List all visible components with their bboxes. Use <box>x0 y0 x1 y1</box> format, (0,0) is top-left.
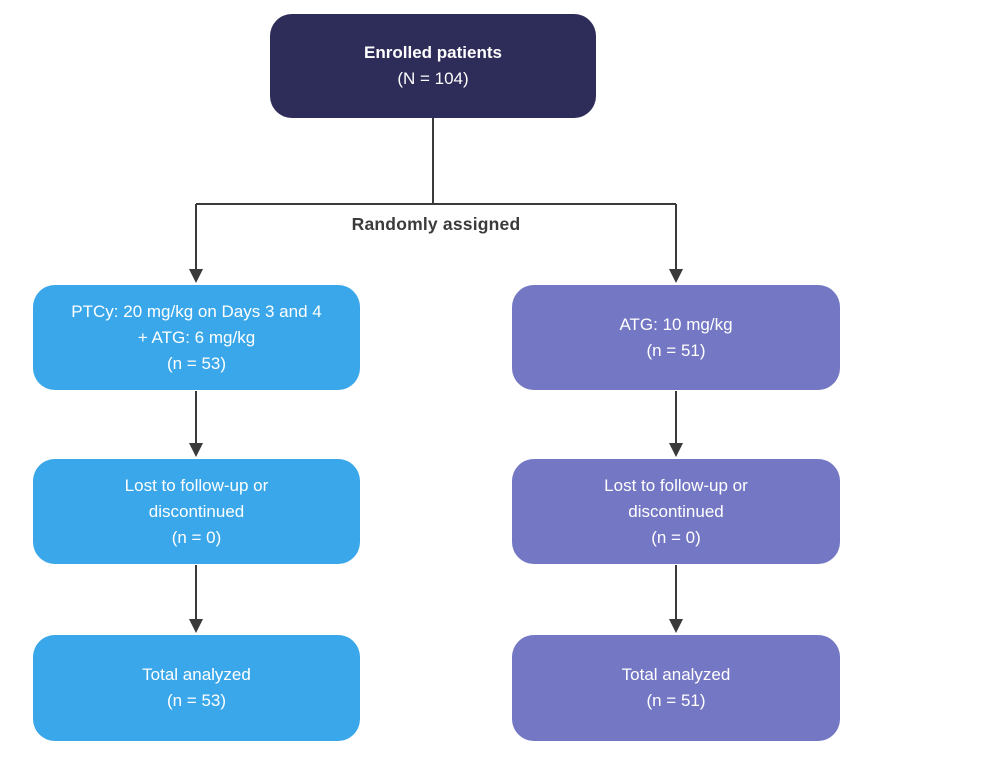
node-atg-assignment: ATG: 10 mg/kg (n = 51) <box>512 285 840 390</box>
enrolled-count: (N = 104) <box>397 69 469 88</box>
enrolled-title: Enrolled patients <box>364 43 502 62</box>
node-enrolled: Enrolled patients (N = 104) <box>270 14 596 118</box>
ptcy-assignment-line1: PTCy: 20 mg/kg on Days 3 and 4 <box>71 301 322 321</box>
atg-analyzed-line1: Total analyzed <box>621 665 731 684</box>
ptcy-followup-count: (n = 0) <box>171 527 222 547</box>
node-atg-analyzed: Total analyzed (n = 51) <box>512 635 840 741</box>
atg-analyzed-count: (n = 51) <box>646 691 706 710</box>
ptcy-analyzed-line1: Total analyzed <box>142 665 251 684</box>
node-ptcy-assignment: PTCy: 20 mg/kg on Days 3 and 4 + ATG: 6 … <box>33 285 360 390</box>
atg-followup-line2: discontinued <box>628 501 724 521</box>
atg-assignment-line1: ATG: 10 mg/kg <box>619 314 733 334</box>
atg-followup-count: (n = 0) <box>651 527 701 547</box>
atg-assignment-count: (n = 51) <box>646 340 706 360</box>
randomly-assigned-label: Randomly assigned <box>351 214 521 234</box>
ptcy-followup-line1: Lost to follow-up or <box>124 475 269 495</box>
ptcy-assignment-count: (n = 53) <box>166 353 227 373</box>
node-ptcy-analyzed: Total analyzed (n = 53) <box>33 635 360 741</box>
node-atg-followup: Lost to follow-up or discontinued (n = 0… <box>512 459 840 564</box>
atg-followup-line1: Lost to follow-up or <box>604 475 748 495</box>
ptcy-analyzed-count: (n = 53) <box>166 691 227 710</box>
ptcy-assignment-line2: + ATG: 6 mg/kg <box>137 327 256 347</box>
node-ptcy-followup: Lost to follow-up or discontinued (n = 0… <box>33 459 360 564</box>
ptcy-followup-line2: discontinued <box>148 501 245 521</box>
